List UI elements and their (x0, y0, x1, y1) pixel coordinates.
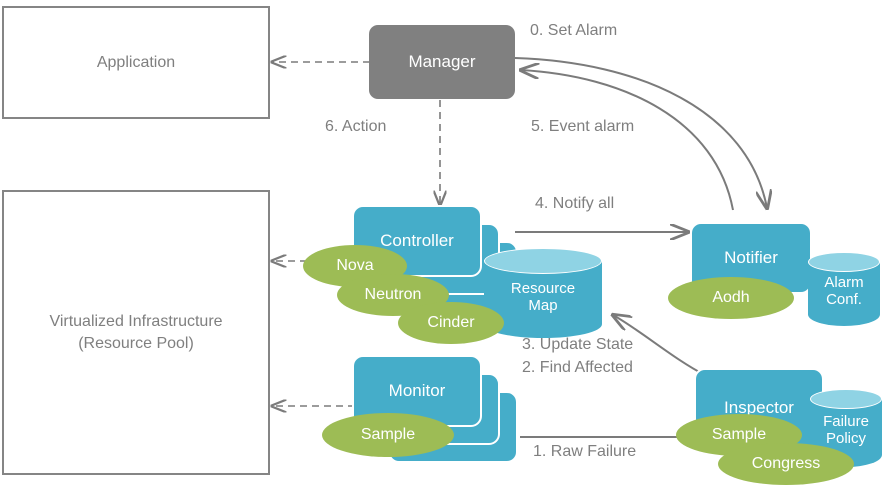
pill-congress: Congress (718, 443, 854, 485)
flow-label-raw-failure: 1. Raw Failure (533, 443, 637, 460)
failure-policy-caption: Failure Policy (810, 413, 882, 448)
flow-label-set-alarm: 0. Set Alarm (530, 22, 618, 39)
monitor-label: Monitor (388, 381, 446, 400)
inspector-sample-label: Sample (711, 426, 767, 443)
connector-event-alarm (521, 70, 734, 211)
alarm-conf-line1: Alarm (824, 274, 864, 291)
alarm-conf-line2: Conf. (826, 291, 862, 309)
virtualized-infrastructure-box: Virtualized Infrastructure (Resource Poo… (2, 190, 270, 475)
aodh-label: Aodh (712, 289, 750, 306)
alarm-conf-cylinder-top (808, 252, 880, 272)
alarm-conf-cylinder-body (808, 262, 880, 326)
flow-label-update-state: 3. Update State (522, 336, 634, 353)
cinder-label: Cinder (427, 314, 475, 331)
infrastructure-label-line1: Virtualized Infrastructure (49, 312, 223, 330)
resource-map-datastore: Resource Map (484, 248, 602, 338)
congress-label: Congress (751, 455, 821, 472)
nova-label: Nova (336, 257, 374, 274)
application-box: Application (2, 6, 270, 119)
failure-policy-line2: Policy (825, 430, 866, 448)
alarm-conf-caption: Alarm Conf. (808, 274, 880, 309)
application-label: Application (96, 53, 176, 71)
resource-map-caption: Resource Map (484, 280, 602, 315)
alarm-conf-datastore: Alarm Conf. (808, 252, 880, 326)
resource-map-cylinder-top (484, 248, 602, 274)
monitor-sample-label: Sample (360, 426, 416, 443)
infrastructure-label-line2: (Resource Pool) (78, 334, 194, 352)
pill-cinder: Cinder (398, 302, 504, 344)
pill-monitor-sample: Sample (322, 413, 454, 457)
failure-policy-line1: Failure (823, 413, 869, 430)
notifier-label: Notifier (724, 248, 778, 267)
resource-map-line2: Map (528, 297, 558, 315)
flow-label-action: 6. Action (325, 118, 387, 135)
failure-policy-cylinder-top (810, 389, 882, 409)
flow-label-event-alarm: 5. Event alarm (531, 118, 635, 135)
resource-map-line1: Resource (510, 280, 576, 297)
flow-label-notify-all: 4. Notify all (535, 195, 615, 212)
flow-label-find-affected: 2. Find Affected (522, 359, 633, 376)
neutron-label: Neutron (364, 286, 422, 303)
manager-node: Manager (369, 25, 515, 99)
manager-label: Manager (408, 52, 476, 71)
controller-label: Controller (380, 231, 454, 250)
pill-aodh: Aodh (668, 277, 794, 319)
inspector-label: Inspector (724, 398, 794, 417)
